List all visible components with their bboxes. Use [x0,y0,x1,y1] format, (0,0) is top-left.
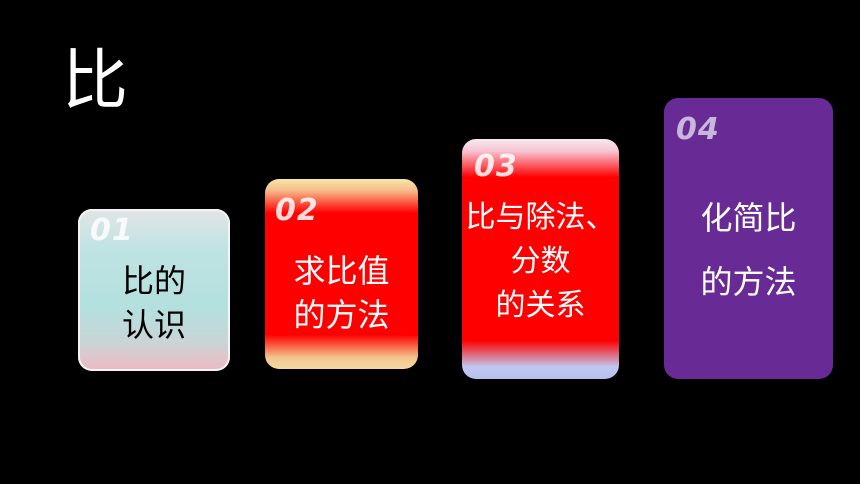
card-number: 04 [676,112,720,147]
topic-card-3[interactable]: 03 比与除法、 分数 的关系 [462,139,619,379]
card-label: 比的 认识 [121,262,186,344]
card-label: 比与除法、 分数 的关系 [465,200,616,323]
card-number: 01 [90,213,134,248]
topic-card-4[interactable]: 04 化简比 的方法 [664,98,833,379]
topic-card-1[interactable]: 01 比的 认识 [78,209,230,371]
card-number: 02 [275,193,319,228]
topic-card-2[interactable]: 02 求比值 的方法 [265,179,418,369]
card-number: 03 [474,149,518,184]
card-label: 求比值 的方法 [293,252,390,334]
card-label: 化简比 的方法 [700,199,797,301]
page-title: 比 [62,42,128,119]
